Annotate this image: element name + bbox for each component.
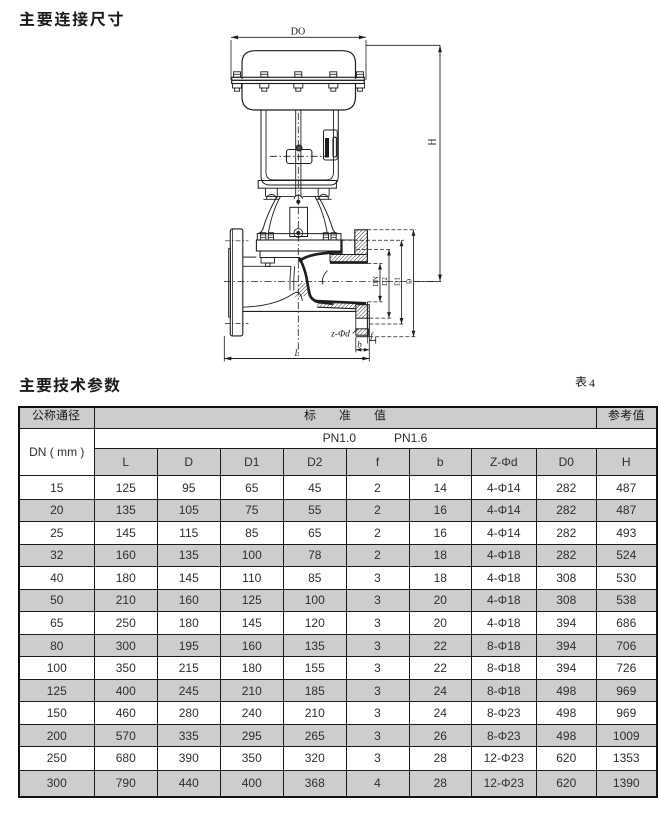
svg-text:D: D bbox=[404, 279, 413, 284]
svg-text:z-Φd: z-Φd bbox=[330, 330, 350, 340]
svg-text:f: f bbox=[370, 331, 374, 341]
svg-text:L: L bbox=[293, 348, 299, 358]
svg-text:H: H bbox=[428, 138, 439, 145]
svg-text:b: b bbox=[357, 340, 362, 350]
svg-text:D2: D2 bbox=[380, 277, 389, 286]
svg-text:4: 4 bbox=[589, 376, 595, 390]
svg-text:DN: DN bbox=[371, 276, 380, 287]
svg-text:D1: D1 bbox=[392, 277, 401, 286]
svg-text:DO: DO bbox=[291, 27, 305, 38]
